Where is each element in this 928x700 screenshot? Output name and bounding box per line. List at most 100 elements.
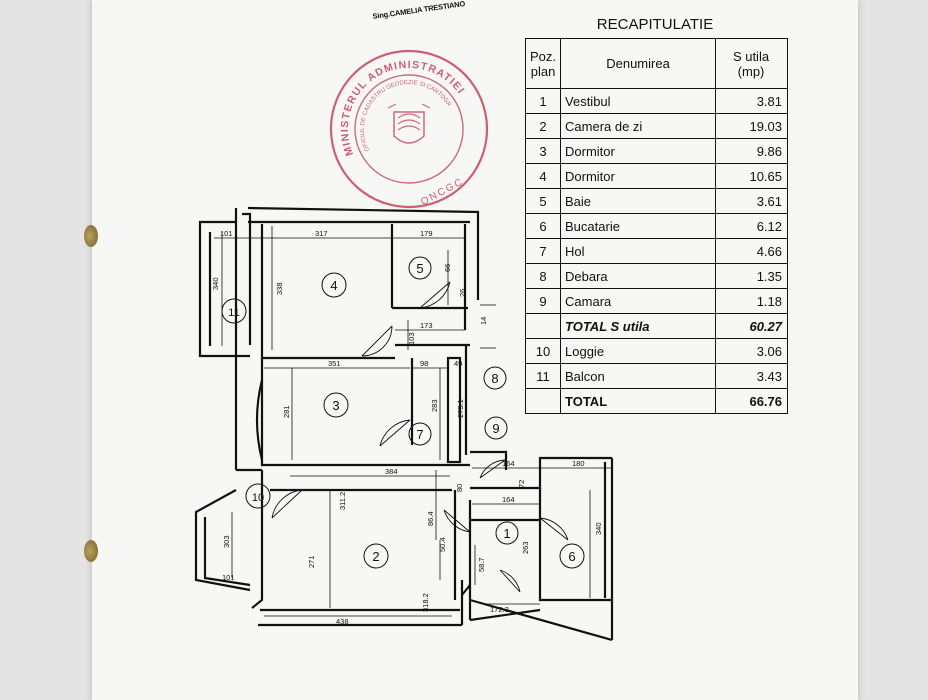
dim-label: 72 [517,480,526,488]
dim-label: 103 [407,332,416,345]
table-row: 4 Dormitor 10.65 [524,163,789,189]
row-name: Vestibul [560,88,717,114]
dim-label: 318.2 [421,593,430,612]
dim-label: 340 [211,277,220,290]
dim-label: 271 [307,555,316,568]
room-markers: 1 2 3 4 5 6 7 8 9 10 11 [221,256,585,569]
room-label: 10 [252,492,264,504]
dim-label: 58.7 [477,557,486,572]
row-poz: 5 [524,188,562,214]
row-name: Balcon [560,363,717,389]
dim-label: 281 [282,405,291,418]
row-poz: 8 [524,263,562,289]
row-name: Camera de zi [560,113,717,139]
dim-label: 384 [385,467,398,476]
dim-label: 26 [458,289,467,297]
table-row: 9 Camara 1.18 [524,288,789,314]
row-area: 1.18 [715,288,789,314]
dim-label: 86.4 [426,511,435,526]
row-poz: 3 [524,138,562,164]
row-area: 10.65 [715,163,789,189]
dim-label: 317 [315,229,328,238]
dim-label: 164 [502,459,515,468]
room-label: 11 [228,307,239,319]
table-row: 10 Loggie 3.06 [524,338,789,364]
table-row: 7 Hol 4.66 [524,238,789,264]
table-row: 5 Baie 3.61 [524,188,789,214]
row-poz: 9 [524,288,562,314]
room-label: 3 [332,398,339,413]
dim-label: 275.1 [456,399,465,418]
row-poz-empty [524,388,562,414]
row-area: 3.81 [715,88,789,114]
row-name: Debara [560,263,717,289]
row-name: Dormitor [560,163,717,189]
row-area: 3.61 [715,188,789,214]
door-arcs [271,281,569,593]
walls [194,206,614,642]
dim-label: 173 [420,321,433,330]
table-row: 1 Vestibul 3.81 [524,88,789,114]
total-value: 66.76 [715,388,789,414]
row-poz: 11 [524,363,562,389]
official-stamp: MINISTERUL ADMINISTRATIEI PUBLICE OFICIU… [318,38,489,209]
table-row: 8 Debara 1.35 [524,263,789,289]
room-label: 6 [568,549,575,564]
dim-label: 303 [222,535,231,548]
row-poz: 2 [524,113,562,139]
header-area: S utila (mp) [715,38,789,89]
dim-label: 340 [594,522,603,535]
row-area: 3.43 [715,363,789,389]
row-area: 4.66 [715,238,789,264]
total-row: TOTAL 66.76 [524,388,789,414]
punch-hole-top [84,225,98,247]
header-poz-text: Poz. plan [530,48,557,79]
dim-label: 438 [336,617,349,626]
row-area: 19.03 [715,113,789,139]
dim-label: 311.2 [338,492,347,510]
total-label: TOTAL [560,388,717,414]
room-label: 7 [416,427,423,442]
room-label: 4 [330,278,337,293]
dim-label: 50.4 [438,537,447,552]
dim-label: 101 [222,573,235,582]
dim-label: 338 [275,282,284,295]
table-row: 11 Balcon 3.43 [524,363,789,389]
dim-label: 179 [420,229,433,238]
row-poz: 1 [524,88,562,114]
row-area: 1.35 [715,263,789,289]
dim-label: 351 [328,359,341,368]
room-label: 9 [492,421,499,436]
room-label: 2 [372,549,379,564]
room-label: 1 [503,526,510,541]
dim-label: 66 [443,264,452,272]
punch-hole-bottom [84,540,98,562]
total-utila-value: 60.27 [715,313,789,339]
room-label: 5 [416,261,423,276]
dim-label: 49 [454,359,462,368]
dim-label: 263 [521,541,530,554]
total-utila-row: TOTAL S utila 60.27 [524,313,789,339]
table-row: 2 Camera de zi 19.03 [524,113,789,139]
row-poz-empty [524,313,562,339]
table-row: 6 Bucatarie 6.12 [524,213,789,239]
dim-label: 283 [430,399,439,412]
dimension-lines [214,226,612,617]
room-label: 8 [491,371,498,386]
table-header-row: Poz. plan Denumirea S utila (mp) [524,38,789,89]
dim-label: 98 [420,359,428,368]
dim-label: 172.3 [490,605,509,614]
row-area: 3.06 [715,338,789,364]
row-poz: 4 [524,163,562,189]
row-area: 9.86 [715,138,789,164]
row-poz: 7 [524,238,562,264]
dim-label: 80 [455,484,464,492]
recap-table: Poz. plan Denumirea S utila (mp) 1 Vesti… [524,38,789,414]
row-name: Loggie [560,338,717,364]
dimension-labels: 101 317 179 340 338 66 26 173 103 14 351… [211,229,603,626]
dim-label: 101 [220,229,233,238]
row-name: Bucatarie [560,213,717,239]
row-name: Baie [560,188,717,214]
row-area: 6.12 [715,213,789,239]
